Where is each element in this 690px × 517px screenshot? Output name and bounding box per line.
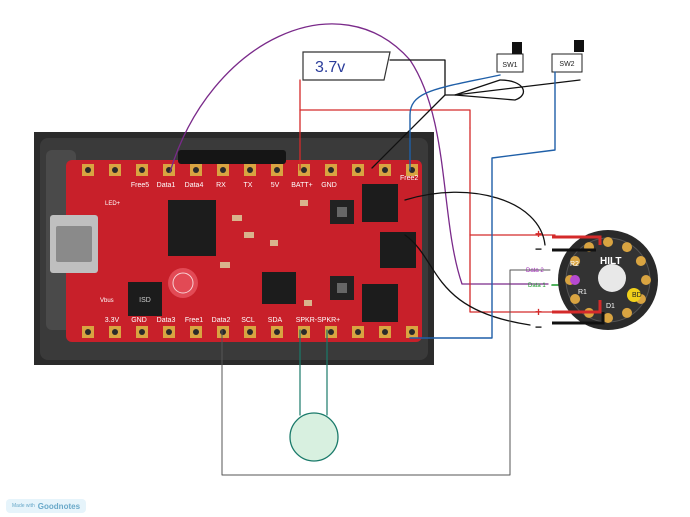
led-board-pad	[641, 275, 651, 285]
switch-sw2: SW2	[551, 40, 584, 73]
watermark-name: Goodnotes	[37, 501, 81, 511]
isd-chip	[128, 282, 162, 316]
switch-sw1: SW1	[496, 42, 524, 73]
led-board-pad	[622, 307, 632, 318]
logo	[168, 268, 198, 298]
minus-label-2: −	[535, 320, 542, 334]
bottom-pin-label: SPKR-SPKR+	[296, 317, 341, 324]
top-pads	[82, 164, 418, 176]
black-wire-batt	[389, 59, 501, 96]
blue-wire-sw1	[409, 74, 501, 171]
amp-chip	[262, 272, 296, 304]
top-pin-label: 5V	[271, 182, 280, 189]
battery-label: 3.7v	[315, 59, 345, 76]
bottom-pin-label: Data3	[157, 317, 176, 324]
led-board-pad	[622, 242, 632, 253]
plus-label-1: +	[535, 227, 542, 241]
battery: 3.7v	[302, 51, 391, 81]
mosfet-1	[362, 184, 398, 222]
board-photo: ISD	[34, 132, 434, 365]
data2-label: Data 2	[526, 268, 544, 274]
bottom-pin-label: SCL	[241, 317, 255, 324]
free2-label: Free2	[400, 175, 418, 182]
hilt-label: HILT	[600, 256, 621, 267]
black-wire-sw2	[454, 79, 581, 96]
led-board-pad	[635, 256, 646, 266]
main-chip	[168, 200, 216, 256]
bottom-pin-label: Free1	[185, 317, 203, 324]
bottom-pads	[82, 326, 418, 338]
chip-text: ISD	[139, 297, 151, 304]
led-board-pad	[570, 294, 581, 304]
bd-label: BD	[632, 292, 642, 299]
data1-label: Data 1	[528, 283, 546, 289]
plus-label-2: +	[535, 305, 542, 319]
black-wire-minus2	[404, 234, 531, 326]
bottom-pin-label: Data2	[212, 317, 231, 324]
led-board-pad	[603, 313, 613, 323]
mosfet-3	[362, 284, 398, 322]
top-pin-label: Free5	[131, 182, 149, 189]
sw1-label: SW1	[502, 62, 517, 69]
led-board: HILT R2 R1 D1 BD	[552, 230, 658, 330]
watermark-prefix: Made with	[12, 503, 35, 509]
black-wire-sw1-loop	[454, 79, 525, 101]
data2-pad	[570, 275, 580, 285]
data2-wire	[221, 269, 551, 476]
top-pin-label: TX	[244, 182, 253, 189]
top-pin-label: Data4	[185, 182, 204, 189]
minus-label-1: −	[535, 242, 542, 256]
sw2-cap	[574, 40, 584, 52]
bottom-pin-label: GND	[131, 317, 147, 324]
r1-label: R1	[578, 289, 587, 296]
led-board-pad	[603, 237, 613, 247]
bottom-pin-label: 3.3V	[105, 317, 120, 324]
blue-wire-sw2	[409, 71, 556, 339]
top-pin-label: RX	[216, 182, 226, 189]
sw1-cap	[512, 42, 522, 54]
speaker	[289, 412, 339, 462]
led-center	[598, 264, 626, 292]
led-yellow	[627, 288, 641, 302]
led-plus-label: LED+	[105, 201, 121, 207]
top-pin-label: BATT+	[291, 182, 312, 189]
black-wire-gnd	[371, 94, 446, 169]
goodnotes-watermark: Made with Goodnotes	[6, 499, 87, 513]
top-pin-labels: Free5 Data1 Data4 RX TX 5V BATT+ GND	[131, 182, 337, 189]
led-board-pad	[570, 256, 581, 266]
sw2-label: SW2	[559, 61, 574, 68]
red-wire-top	[299, 109, 471, 129]
bottom-pin-labels: 3.3V GND Data3 Free1 Data2 SCL SDA SPKR-SPKR+	[105, 317, 340, 324]
top-pin-label: GND	[321, 182, 337, 189]
d1-label: D1	[606, 303, 615, 310]
top-pin-label: Data1	[157, 182, 176, 189]
red-wire-plus2	[469, 234, 556, 313]
r2-label: R2	[570, 261, 579, 268]
red-wire-plus1	[469, 127, 556, 236]
purple-wire	[169, 23, 549, 285]
mosfet-2	[380, 232, 416, 268]
vbus-label: Vbus	[100, 298, 114, 304]
bottom-pin-label: SDA	[268, 317, 283, 324]
black-wire-minus1	[404, 191, 546, 246]
